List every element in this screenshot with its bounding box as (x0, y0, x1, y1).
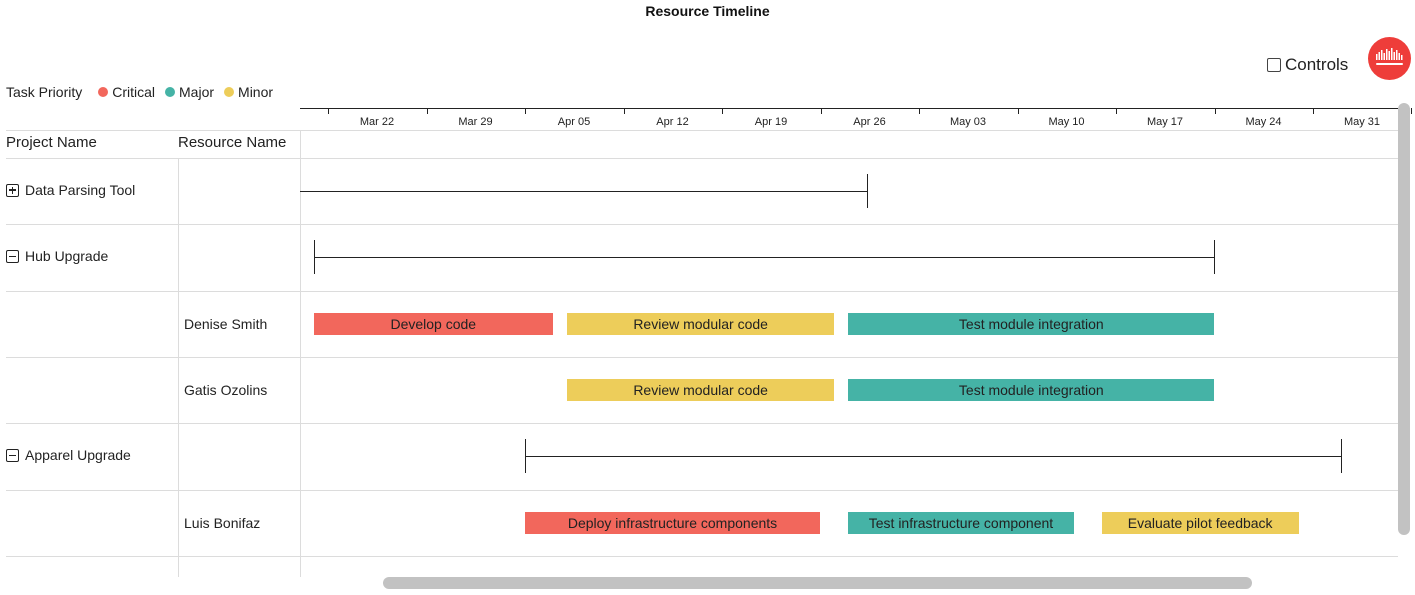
row-divider (6, 423, 1398, 425)
vertical-scrollbar[interactable] (1398, 103, 1410, 535)
project-span-line (313, 257, 1215, 259)
task-bar[interactable]: Test module integration (848, 312, 1215, 335)
project-span-start-cap (313, 240, 315, 275)
axis-tick-label: Apr 05 (557, 116, 591, 128)
controls-toggle[interactable]: Controls (1267, 55, 1348, 75)
axis-tick (525, 108, 526, 114)
row-divider (6, 489, 1398, 491)
expand-icon[interactable] (6, 183, 19, 197)
legend-item-critical: Critical (98, 84, 155, 100)
legend-label: Minor (238, 84, 274, 100)
axis-tick-label: May 31 (1343, 116, 1381, 128)
resource-name: Denise Smith (184, 315, 268, 332)
task-bar[interactable]: Test infrastructure component (848, 511, 1074, 534)
column-divider (300, 130, 301, 577)
project-row-label[interactable]: Hub Upgrade (6, 248, 108, 264)
axis-tick-label: May 17 (1146, 116, 1184, 128)
axis-tick-label: May 10 (1048, 116, 1085, 128)
axis-tick-label: Apr 26 (853, 116, 886, 128)
axis-tick (919, 108, 920, 114)
axis-tick (820, 108, 822, 114)
task-bar[interactable]: Review modular code (566, 312, 835, 335)
resource-name: Gatis Ozolins (184, 382, 268, 399)
column-header-project[interactable]: Project Name (6, 134, 97, 151)
legend-item-minor: Minor (224, 84, 273, 100)
axis-tick-label: May 24 (1245, 116, 1282, 128)
column-divider (178, 158, 179, 577)
collapse-icon[interactable] (6, 448, 19, 462)
axis-tick-label: Mar 29 (458, 116, 493, 128)
header-top-divider (6, 130, 1398, 131)
project-span-end-cap (866, 174, 868, 209)
axis-line (300, 108, 1398, 109)
project-span-end-cap (1340, 439, 1342, 474)
axis-tick (722, 108, 723, 114)
task-bar[interactable]: Evaluate pilot feedback (1101, 511, 1299, 534)
axis-tick (1411, 108, 1412, 114)
header-divider (6, 158, 1398, 159)
task-bar[interactable]: Test module integration (848, 379, 1215, 402)
project-span-end-cap (1214, 240, 1216, 275)
stratada-logo-icon[interactable] (1368, 37, 1411, 80)
axis-tick (1116, 108, 1117, 114)
logo-bars-icon (1376, 48, 1403, 65)
project-span-line (300, 191, 867, 193)
axis-tick-label: Apr 12 (656, 116, 689, 128)
legend: Task Priority Critical Major Minor (6, 84, 273, 100)
legend-label: Major (179, 84, 215, 100)
column-header-resource[interactable]: Resource Name (178, 134, 287, 151)
controls-label: Controls (1285, 55, 1349, 74)
chart-title: Resource Timeline (645, 3, 770, 19)
project-row-label[interactable]: Apparel Upgrade (6, 447, 131, 463)
project-name: Hub Upgrade (25, 248, 109, 265)
axis-tick (623, 108, 625, 114)
axis-tick (1313, 108, 1314, 114)
project-span-start-cap (524, 439, 526, 474)
axis-tick (1214, 108, 1216, 114)
controls-checkbox[interactable] (1267, 58, 1281, 72)
row-divider (6, 555, 1398, 557)
axis-tick-label: May 03 (949, 116, 987, 128)
horizontal-scrollbar[interactable] (383, 577, 1252, 589)
axis-tick (328, 108, 329, 114)
axis-tick (1017, 108, 1019, 114)
axis-tick-label: Apr 19 (754, 116, 788, 128)
legend-major-dot-icon (165, 87, 176, 97)
legend-title: Task Priority (6, 84, 83, 100)
resource-name: Luis Bonifaz (184, 514, 261, 531)
project-name: Data Parsing Tool (25, 182, 136, 199)
row-divider (6, 224, 1398, 226)
legend-item-major: Major (165, 84, 214, 100)
legend-minor-dot-icon (224, 87, 235, 97)
row-divider (6, 290, 1398, 292)
project-row-label[interactable]: Data Parsing Tool (6, 182, 135, 198)
project-name: Apparel Upgrade (25, 447, 131, 464)
task-bar[interactable]: Deploy infrastructure components (524, 511, 821, 534)
collapse-icon[interactable] (6, 249, 19, 263)
task-bar[interactable]: Develop code (313, 312, 553, 335)
axis-tick (426, 108, 428, 114)
legend-critical-dot-icon (98, 87, 109, 97)
legend-label: Critical (112, 84, 156, 100)
row-divider (6, 356, 1398, 358)
project-span-line (524, 456, 1341, 458)
task-bar[interactable]: Review modular code (566, 379, 835, 402)
axis-tick-label: Mar 22 (359, 116, 395, 128)
